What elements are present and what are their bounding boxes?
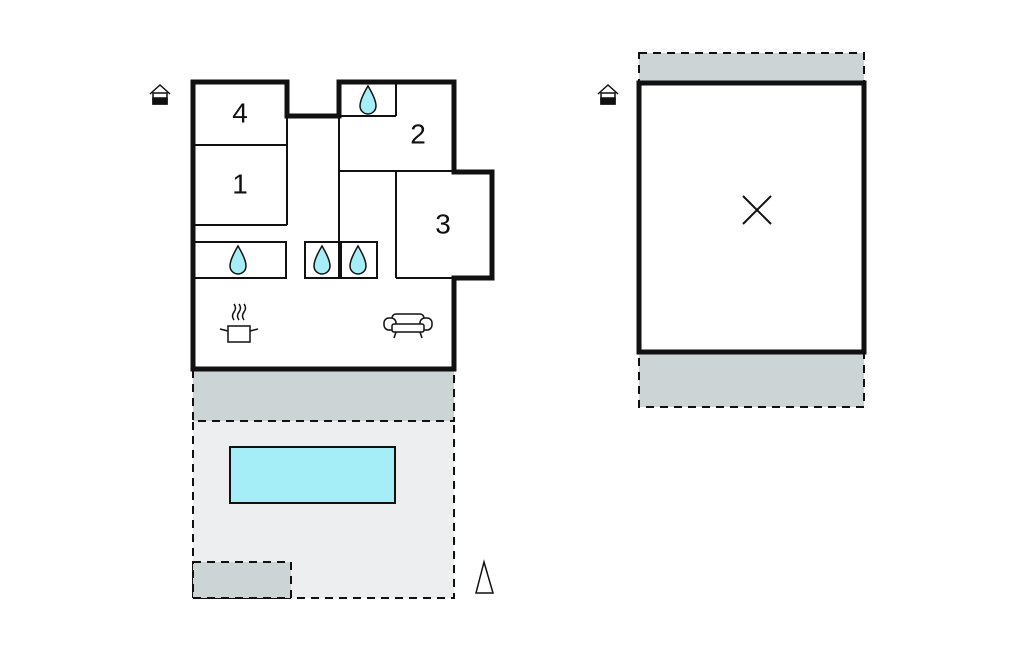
cooking-pot-icon <box>219 303 259 343</box>
sofa-icon <box>383 313 433 339</box>
room-label-4: 4 <box>232 97 248 128</box>
patio-outline <box>192 561 292 599</box>
house-floor-icon <box>149 83 171 105</box>
terrace-area <box>193 370 454 421</box>
upper-terrace-bottom <box>639 352 864 407</box>
house-floor-icon <box>597 83 619 105</box>
interior-walls <box>192 82 454 279</box>
swimming-pool <box>229 446 396 504</box>
room-label-1: 1 <box>232 168 248 199</box>
north-arrow-icon <box>475 559 494 594</box>
upper-floor-walls <box>636 80 867 355</box>
void-marker-icon <box>742 195 772 225</box>
water-drop-icon <box>313 244 331 275</box>
patio-area <box>193 562 291 598</box>
water-drop-icon <box>349 244 367 275</box>
water-drop-icon <box>359 84 377 115</box>
water-drop-icon <box>229 244 247 275</box>
room-label-3: 3 <box>435 208 451 239</box>
room-label-2: 2 <box>410 118 426 149</box>
upper-terrace-top <box>639 53 864 83</box>
